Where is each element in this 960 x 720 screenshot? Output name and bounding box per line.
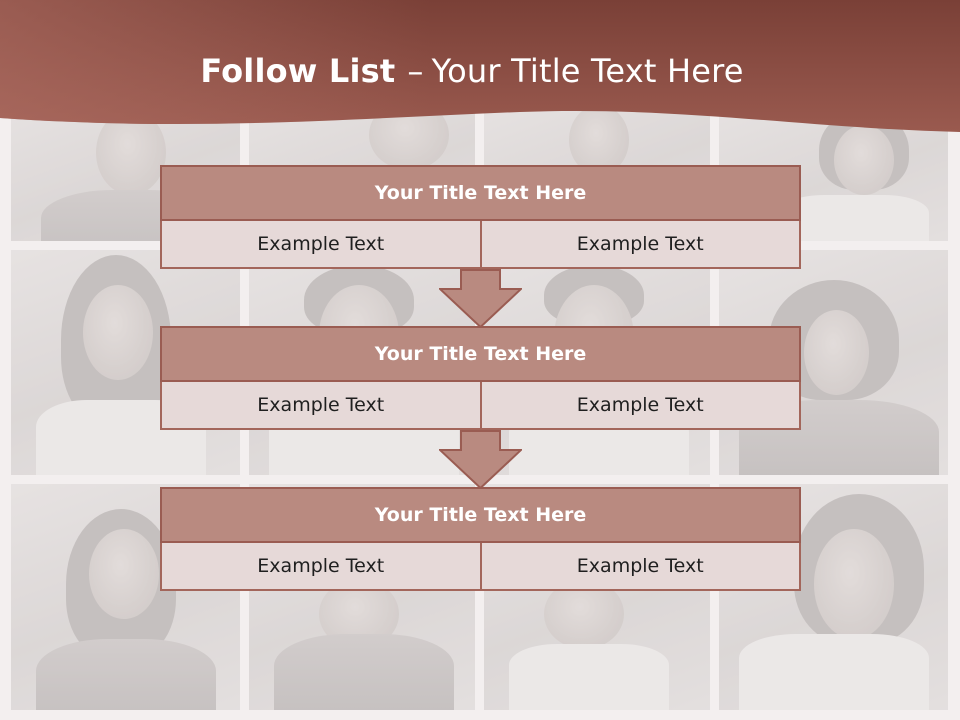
block-cell-right: Example Text xyxy=(481,221,801,269)
block-cell-right: Example Text xyxy=(481,382,801,430)
slide-title-rest: Your Title Text Here xyxy=(431,52,744,90)
block-title: Your Title Text Here xyxy=(160,326,801,382)
block-cell-left: Example Text xyxy=(160,543,482,591)
slide-title: Follow List–Your Title Text Here xyxy=(0,52,944,90)
block-title: Your Title Text Here xyxy=(160,487,801,543)
photo-tile xyxy=(11,250,240,475)
flow-block-1: Your Title Text Here Example Text Exampl… xyxy=(160,165,801,269)
down-arrow-icon xyxy=(439,269,522,329)
block-cell-right: Example Text xyxy=(481,543,801,591)
block-row: Example Text Example Text xyxy=(160,382,801,430)
slide-title-bold: Follow List xyxy=(200,52,396,90)
block-cell-left: Example Text xyxy=(160,221,482,269)
flow-block-3: Your Title Text Here Example Text Exampl… xyxy=(160,487,801,591)
header-band xyxy=(0,0,960,132)
photo-tile xyxy=(11,484,240,710)
slide-title-separator: – xyxy=(407,52,424,90)
block-cell-left: Example Text xyxy=(160,382,482,430)
block-row: Example Text Example Text xyxy=(160,221,801,269)
down-arrow-icon xyxy=(439,430,522,490)
block-title: Your Title Text Here xyxy=(160,165,801,221)
block-row: Example Text Example Text xyxy=(160,543,801,591)
flow-block-2: Your Title Text Here Example Text Exampl… xyxy=(160,326,801,430)
